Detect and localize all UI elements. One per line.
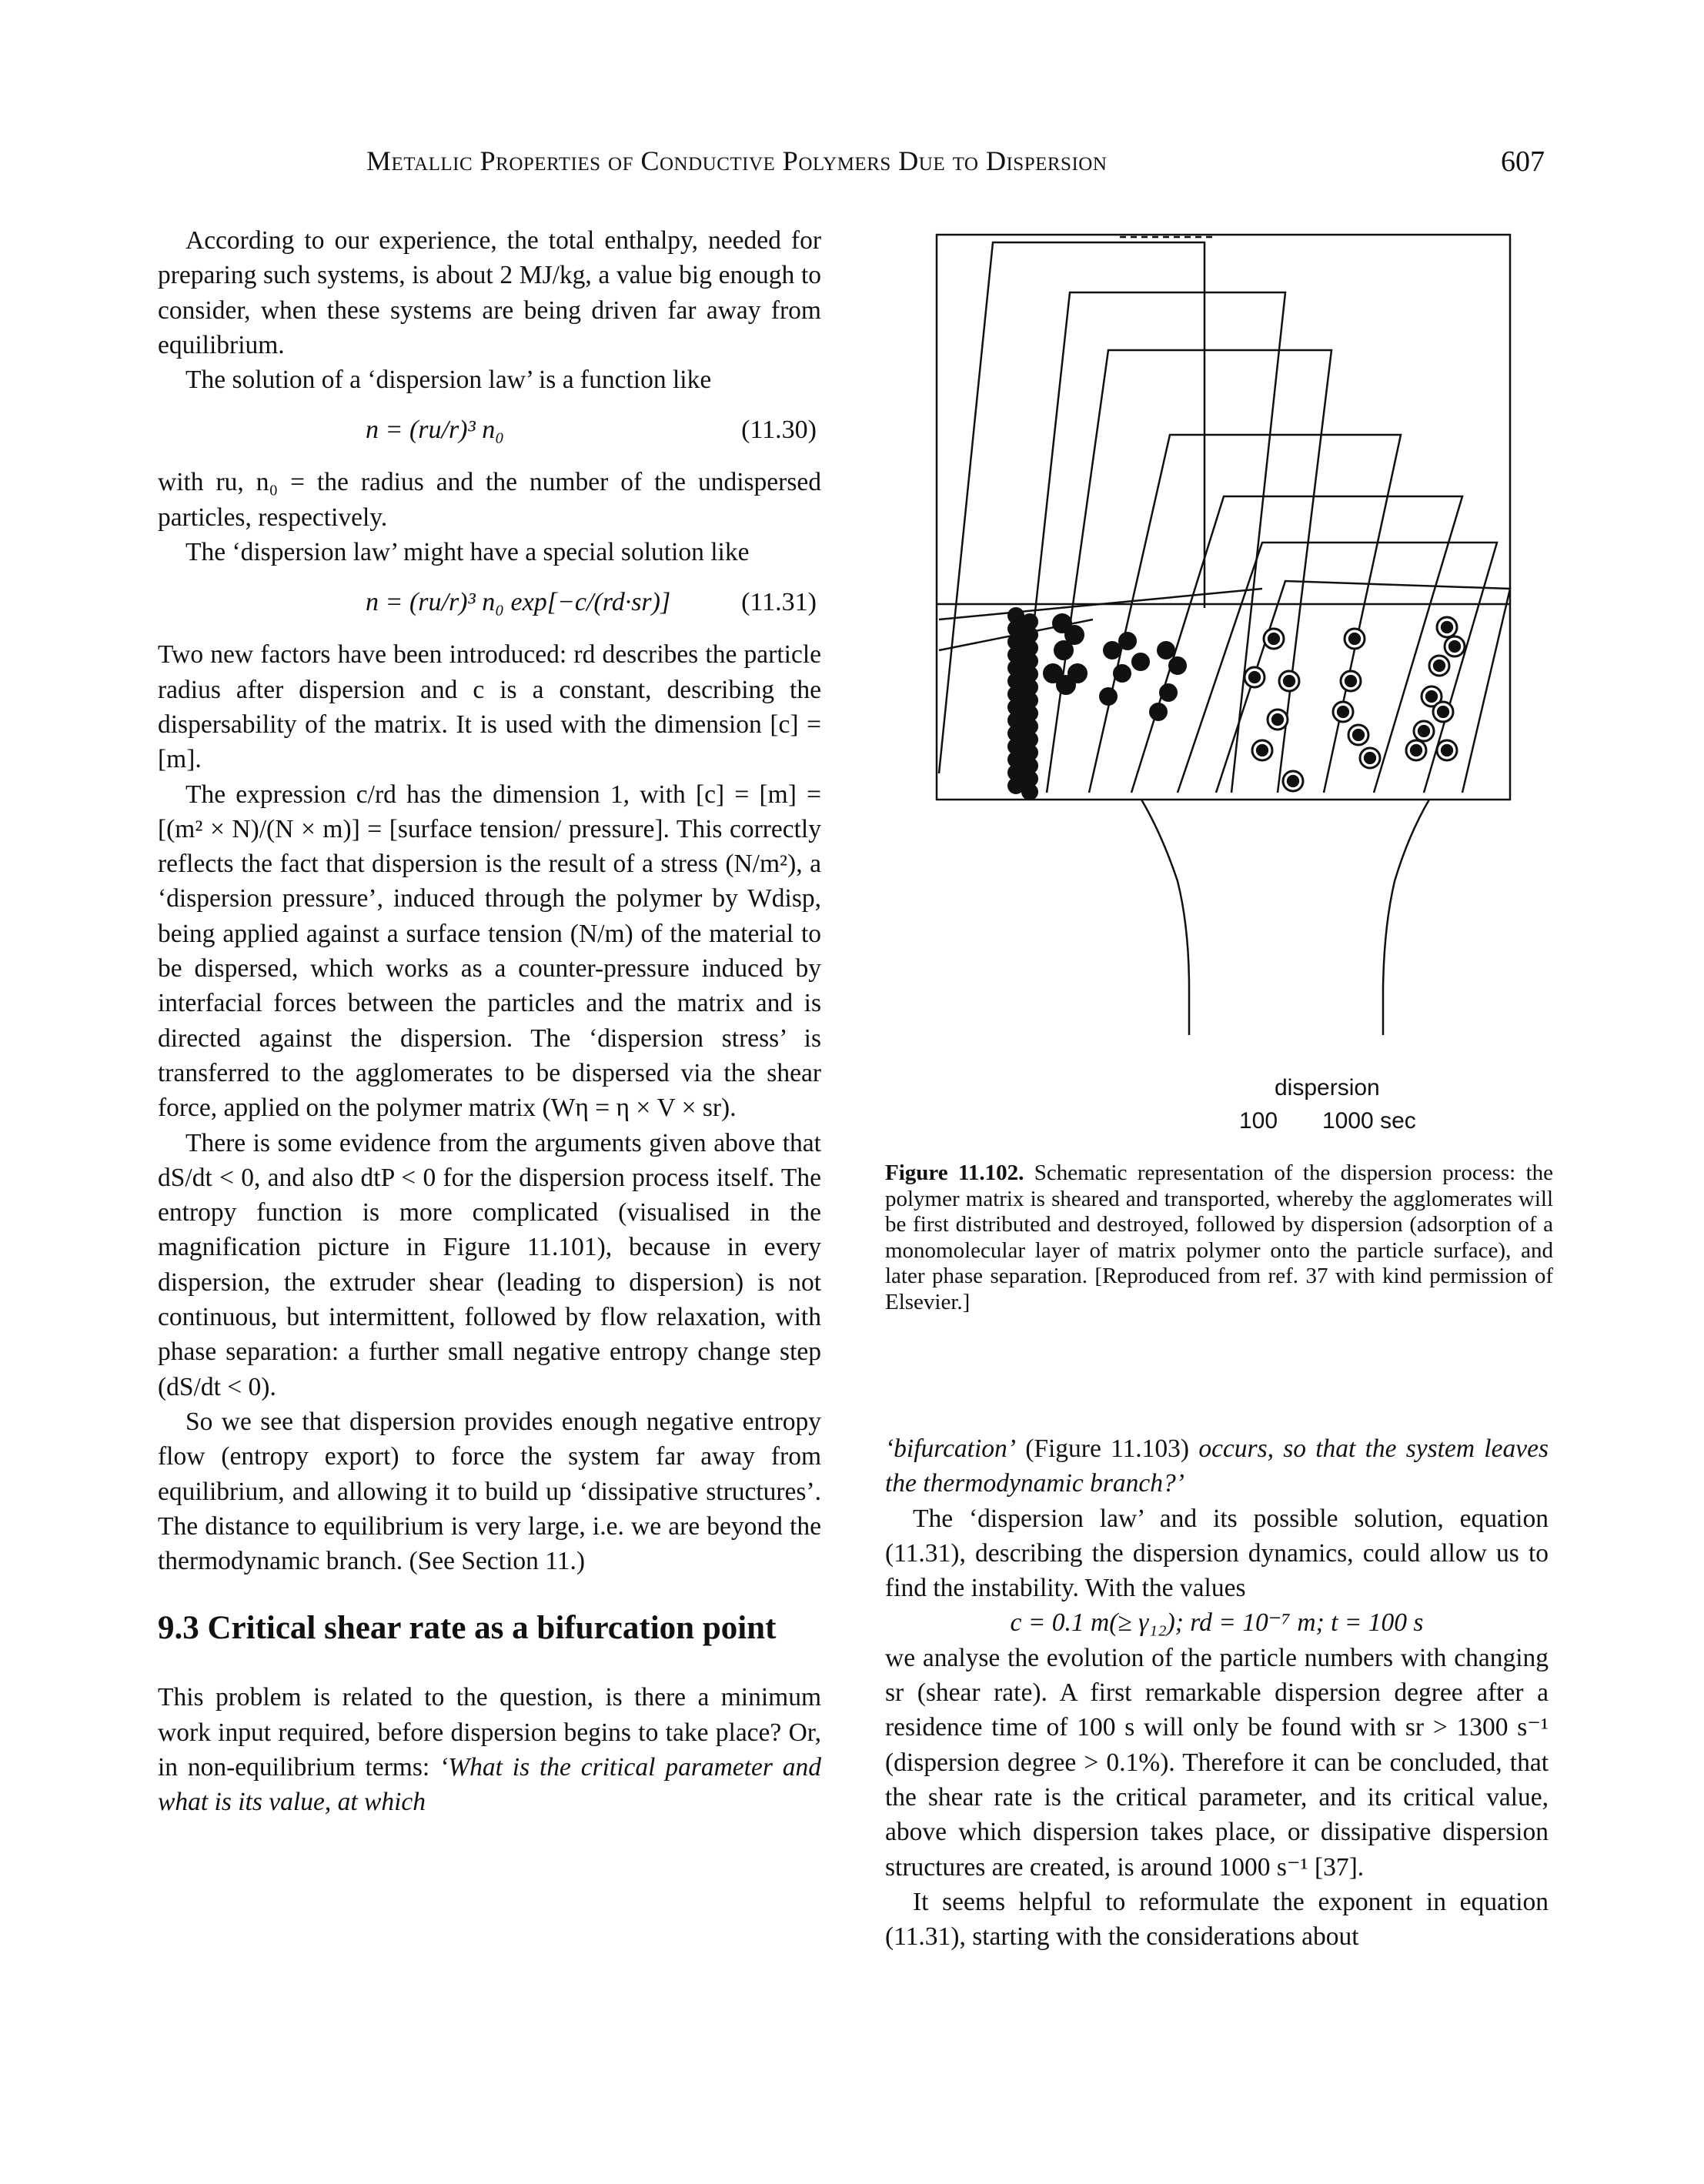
shear-layer (1130, 495, 1464, 793)
figure-label-1000sec: 1000 sec (1322, 1108, 1416, 1134)
equation-11-30: n = (ru/r)³ n₀ (11.30) (158, 399, 821, 463)
agglomerate-particle (1007, 777, 1024, 794)
agglomerate-particle (1168, 656, 1187, 675)
paragraph: The ‘dispersion law’ might have a specia… (185, 538, 750, 567)
question-italic: ‘What is the critical parameter and what… (158, 1752, 821, 1817)
agglomerate-particle (1118, 632, 1137, 650)
particle-core (1348, 632, 1362, 646)
particle-core (1344, 674, 1358, 688)
paragraph: There is some evidence from the argument… (158, 1128, 821, 1401)
agglomerate-particle (1099, 687, 1118, 706)
particle-core (1417, 724, 1431, 738)
shear-line (938, 587, 1263, 621)
figure-11-102: dispersion 100 1000 sec (924, 219, 1524, 1134)
shear-layer (1176, 541, 1499, 793)
question-italic: ‘bifurcation’ (885, 1434, 1016, 1463)
particle-core (1448, 640, 1462, 653)
particle-core (1282, 674, 1296, 688)
particle-core (1352, 728, 1365, 742)
particle-core (1432, 659, 1446, 673)
values-equation: c = 0.1 m(≥ γ₁₂); rd = 10⁻⁷ m; t = 100 s (1010, 1608, 1424, 1638)
particle-core (1248, 670, 1261, 684)
agglomerate-particle (1131, 653, 1150, 671)
shear-layer (1088, 433, 1402, 793)
particle-core (1409, 743, 1423, 757)
agglomerate-particle (1159, 683, 1178, 702)
outlet-funnel (1140, 799, 1191, 1035)
section-heading: 9.3 Critical shear rate as a bifurcation… (158, 1610, 777, 1647)
agglomerate-particle (1068, 663, 1088, 683)
running-header: Metallic Properties of Conductive Polyme… (366, 145, 1107, 177)
shear-layer (937, 241, 1206, 774)
particle-core (1267, 632, 1281, 646)
paragraph: It seems helpful to reformulate the expo… (885, 1887, 1549, 1952)
running-title: Metallic Properties of Conductive Polyme… (366, 145, 1108, 176)
equation-number: (11.31) (741, 588, 817, 617)
outlet-funnel (1382, 799, 1431, 1035)
paragraph: The ‘dispersion law’ and its possible so… (885, 1504, 1549, 1603)
caption-label: Figure 11.102. (885, 1160, 1024, 1185)
particle-core (1425, 690, 1438, 703)
question-italic: occurs, so that the system leaves the th… (885, 1434, 1549, 1498)
agglomerate-particle (1021, 783, 1038, 800)
caption-text: Schematic representation of the dispersi… (885, 1160, 1553, 1314)
paragraph: The solution of a ‘dispersion law’ is a … (185, 366, 712, 395)
page-number: 607 (1501, 145, 1545, 178)
equation-formula: n = (ru/r)³ n₀ exp[−c/(rd·sr)] (366, 588, 671, 617)
paragraph: According to our experience, the total e… (158, 226, 821, 359)
dispersion-schematic (935, 233, 1512, 1035)
agglomerate-particle (1052, 613, 1072, 633)
paragraph: with ru, n₀ = the radius and the number … (158, 468, 821, 532)
paragraph: This problem is related to the question,… (158, 1680, 821, 1819)
particle-core (1286, 774, 1300, 788)
paragraph-text: This problem is related to the question,… (158, 1683, 821, 1782)
equation-number: (11.30) (741, 416, 817, 445)
figure-label-100: 100 (1239, 1108, 1278, 1134)
particle-core (1336, 705, 1350, 719)
agglomerate-particle (1054, 640, 1074, 660)
particle-core (1271, 713, 1285, 726)
shear-layer (1014, 291, 1287, 793)
agglomerate-particle (1043, 663, 1063, 683)
shear-layer (1045, 349, 1333, 793)
agglomerate-particle (1157, 641, 1175, 660)
paragraph-text: (Figure 11.103) (1015, 1434, 1199, 1463)
paragraph: So we see that dispersion provides enoug… (158, 1407, 821, 1576)
matrix-box (935, 233, 1512, 801)
right-column: ‘bifurcation’ (Figure 11.103) occurs, so… (885, 1431, 1549, 1954)
agglomerate-particle (1103, 641, 1121, 660)
left-column: According to our experience, the total e… (158, 223, 821, 1820)
particle-core (1436, 705, 1450, 719)
particle-core (1440, 620, 1454, 634)
equation-11-31: n = (ru/r)³ n₀ exp[−c/(rd·sr)] (11.31) (158, 571, 821, 636)
figure-label-dispersion: dispersion (1275, 1075, 1380, 1100)
particle-core (1440, 743, 1454, 757)
agglomerate-particle (1064, 625, 1084, 645)
particle-core (1255, 743, 1269, 757)
figure-caption: Figure 11.102. Schematic representation … (885, 1160, 1553, 1315)
paragraph: Two new factors have been introduced: rd… (158, 640, 821, 774)
agglomerate-particle (1113, 664, 1131, 683)
paragraph: ‘bifurcation’ (Figure 11.103) occurs, so… (885, 1431, 1549, 1501)
equation-formula: n = (ru/r)³ n₀ (366, 416, 505, 445)
agglomerate-particle (1149, 703, 1168, 721)
paragraph: The expression c/rd has the dimension 1,… (158, 780, 821, 1123)
paragraph: we analyse the evolution of the particle… (885, 1643, 1549, 1882)
particle-core (1363, 751, 1377, 765)
